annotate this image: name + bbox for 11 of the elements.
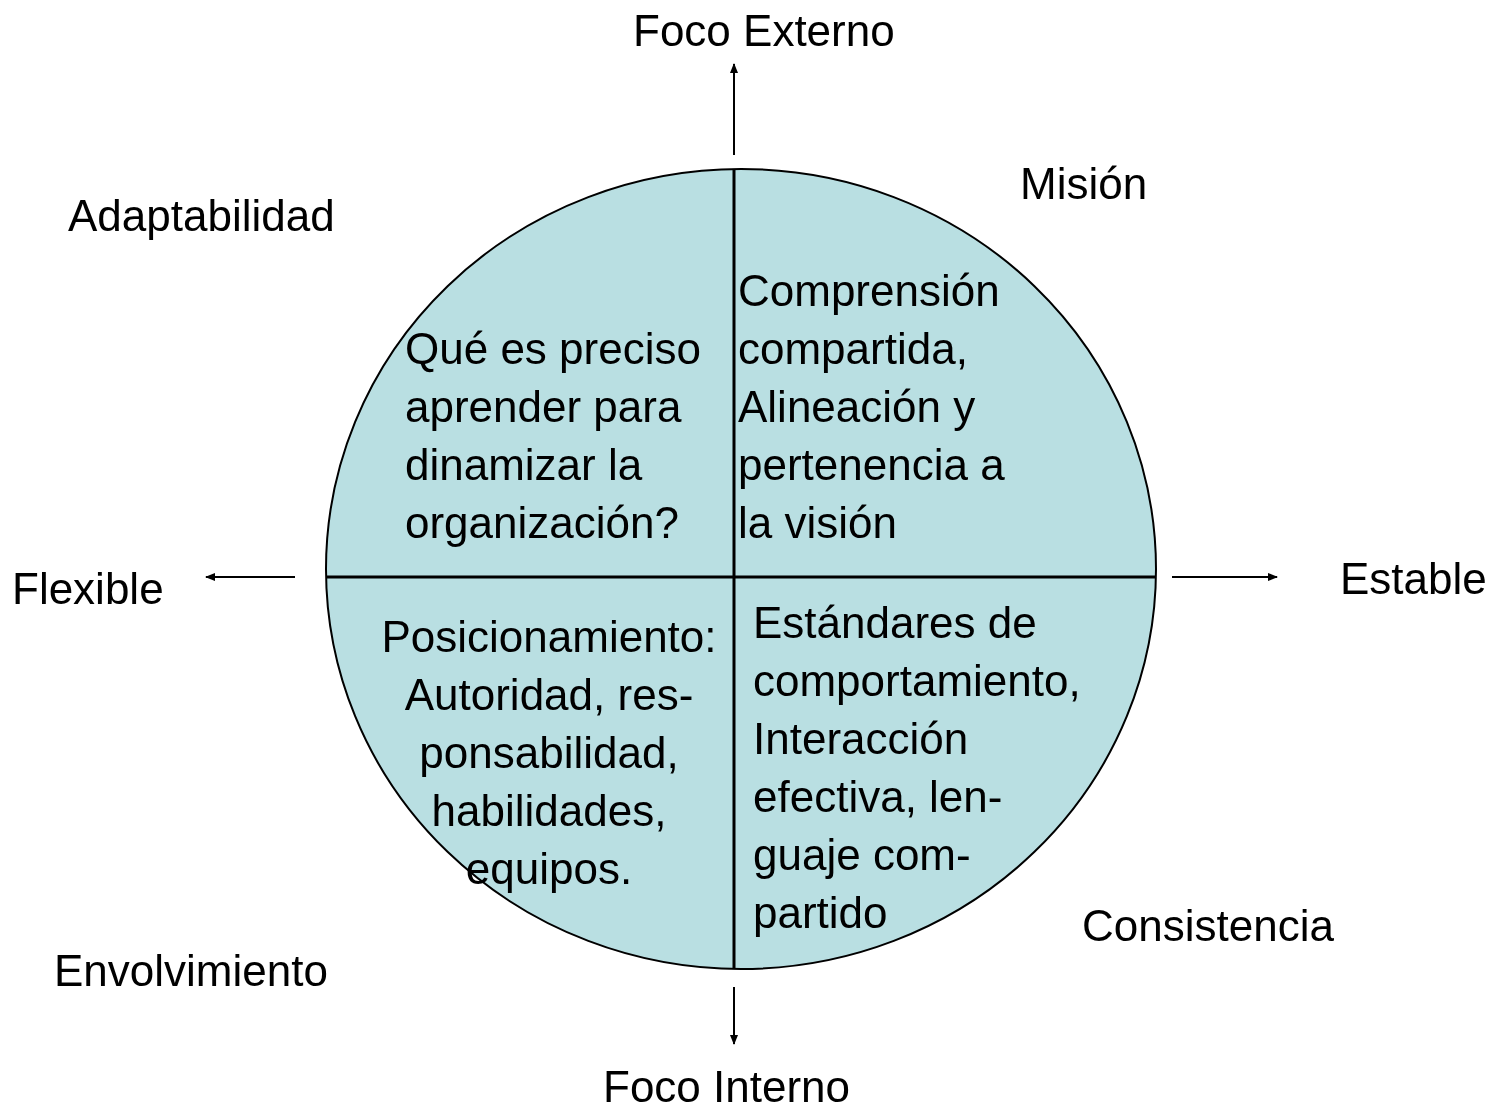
axis-label: Foco Interno [603,1061,851,1106]
quadrant-label: Envolvimiento [54,945,328,997]
quadrant-text: Posicionamiento: Autoridad, res- ponsabilidad, habilidades, equipos. [363,608,735,898]
quadrant-label: Misión [1020,158,1148,210]
quadrant-label: Adaptabilidad [68,190,335,242]
quadrant-text: Comprensión compartida, Alineación y pertenencia a la visión [738,262,1006,552]
axis-label: Foco Externo [633,5,895,57]
quadrant-label: Consistencia [1082,900,1334,952]
axis-label: Flexible [12,563,164,615]
axis-label: Estable [1340,553,1487,605]
quadrant-text: Qué es preciso aprender para dinamizar la organización? [405,320,735,552]
